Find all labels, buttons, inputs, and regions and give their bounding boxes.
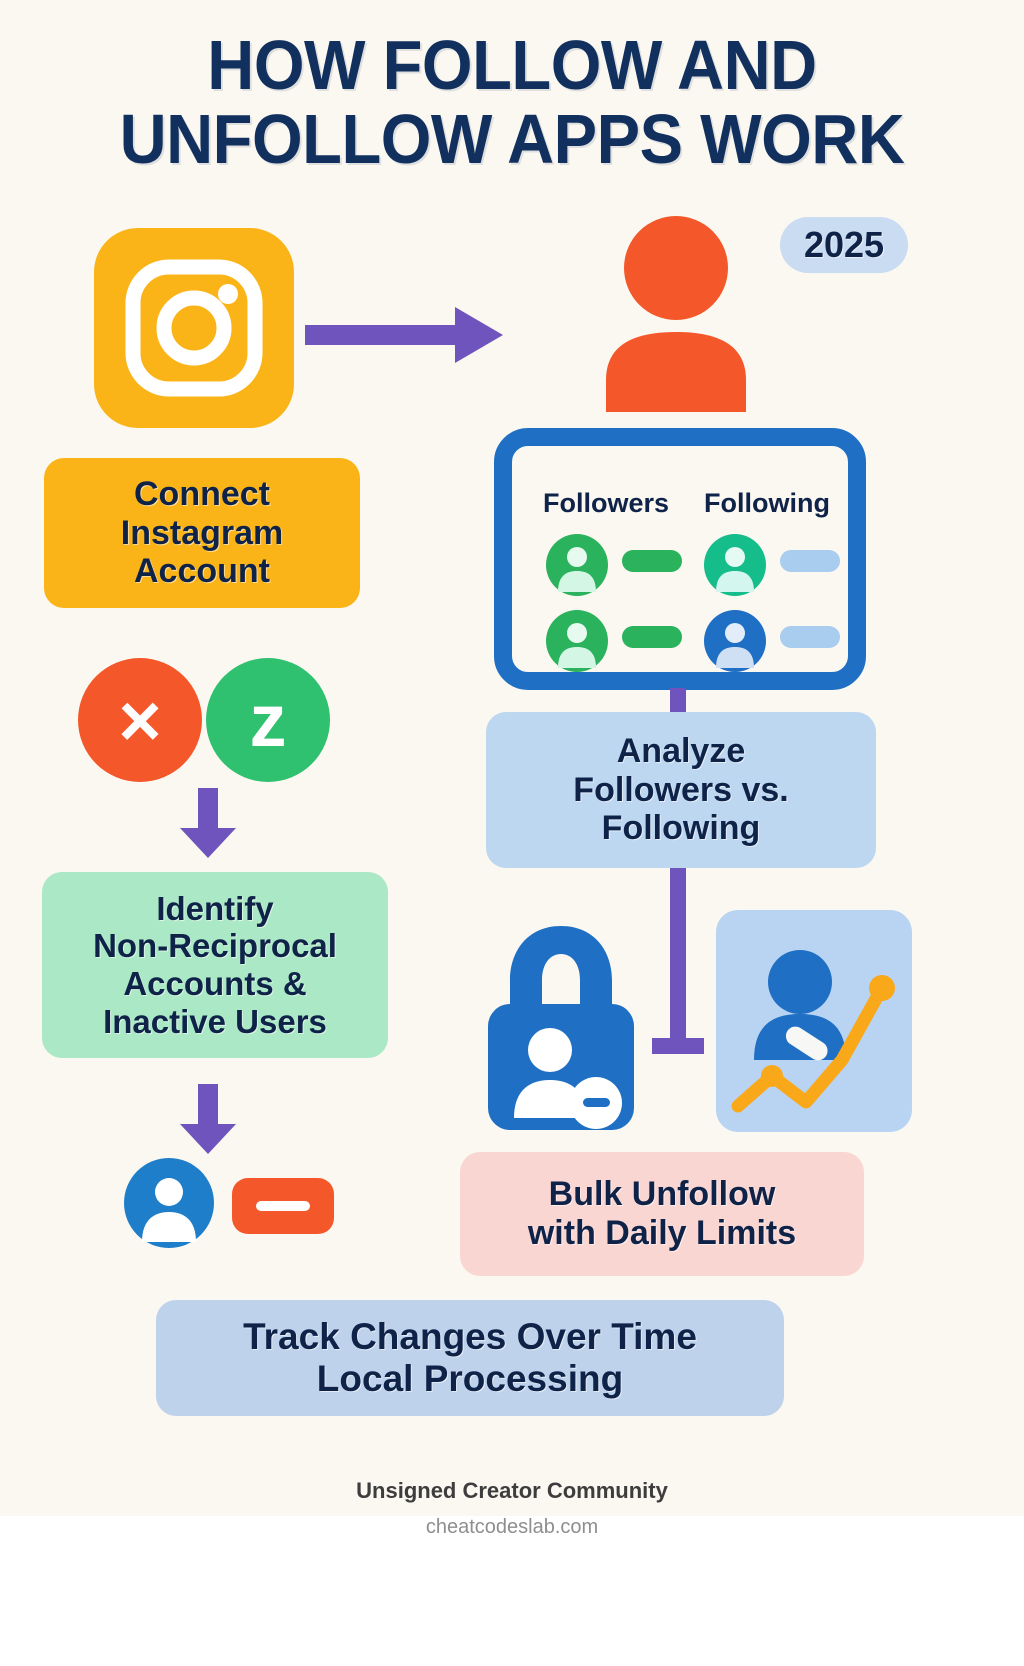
- following-bar: [780, 550, 840, 572]
- step-bulk-unfollow: Bulk Unfollow with Daily Limits: [460, 1152, 864, 1276]
- growth-chart-icon: [731, 950, 895, 1113]
- year-label: 2025: [803, 224, 885, 266]
- arrow-right-icon: [305, 307, 503, 363]
- title-line-2: UNFOLLOW APPS WORK: [119, 100, 905, 179]
- title-line-1: HOW FOLLOW AND: [207, 26, 817, 104]
- analyze-line-1: Analyze: [616, 731, 746, 770]
- follower-bar: [622, 550, 682, 572]
- footer-band: [0, 1516, 1024, 1666]
- arrow-down-icon: [180, 1084, 236, 1154]
- following-avatar-icon: [704, 610, 766, 672]
- following-avatar-icon: [704, 534, 766, 596]
- column-header-followers: Followers: [542, 488, 670, 518]
- x-mark-badge: ×: [78, 658, 202, 782]
- lock-person-minus-icon: [488, 926, 634, 1130]
- track-line-1: Track Changes Over Time: [243, 1315, 697, 1357]
- footer-brand: Unsigned Creator Community: [356, 1478, 668, 1503]
- connect-line-3: Account: [134, 552, 270, 591]
- bulk-line-1: Bulk Unfollow: [548, 1175, 776, 1214]
- inactive-z-badge: z: [206, 658, 330, 782]
- identify-line-1: Identify: [156, 889, 274, 927]
- track-line-2: Local Processing: [316, 1358, 624, 1399]
- follower-avatar-icon: [546, 610, 608, 672]
- connector-analyze-to-bulk: [670, 868, 686, 1052]
- followers-following-panel: Followers Following: [494, 428, 866, 690]
- step-identify-accounts: Identify Non-Reciprocal Accounts & Inact…: [42, 872, 388, 1058]
- avatar-icon: [124, 1158, 214, 1248]
- footer-url[interactable]: cheatcodeslab.com: [425, 1516, 599, 1538]
- page-title: HOW FOLLOW AND UNFOLLOW APPS WORK: [36, 26, 988, 179]
- following-bar: [780, 626, 840, 648]
- person-icon: [606, 216, 746, 412]
- connect-line-2: Instagram: [120, 513, 284, 552]
- instagram-icon: [125, 259, 263, 397]
- analyze-line-3: Following: [601, 809, 761, 848]
- step-track-changes: Track Changes Over Time Local Processing: [156, 1300, 784, 1416]
- step-connect-instagram: Connect Instagram Account: [44, 458, 360, 608]
- z-symbol: z: [249, 678, 287, 762]
- connect-line-1: Connect: [134, 474, 270, 513]
- connector-panel-to-analyze: [670, 688, 686, 716]
- instagram-tile: [94, 228, 294, 428]
- year-badge: 2025: [780, 217, 908, 273]
- connector-foot: [652, 1038, 704, 1054]
- arrow-down-icon: [180, 788, 236, 858]
- x-symbol: ×: [118, 678, 162, 762]
- follower-bar: [622, 626, 682, 648]
- identify-line-3: Accounts &: [123, 965, 307, 1002]
- column-header-following: Following: [704, 488, 830, 518]
- identify-line-2: Non-Reciprocal: [93, 927, 337, 965]
- minus-icon: [232, 1178, 334, 1234]
- bulk-line-2: with Daily Limits: [527, 1214, 797, 1252]
- identify-line-4: Inactive Users: [103, 1002, 327, 1040]
- analyze-line-2: Followers vs.: [573, 770, 789, 809]
- growth-chart-card: [716, 910, 912, 1132]
- step-analyze-followers: Analyze Followers vs. Following: [486, 712, 876, 868]
- follower-avatar-icon: [546, 534, 608, 596]
